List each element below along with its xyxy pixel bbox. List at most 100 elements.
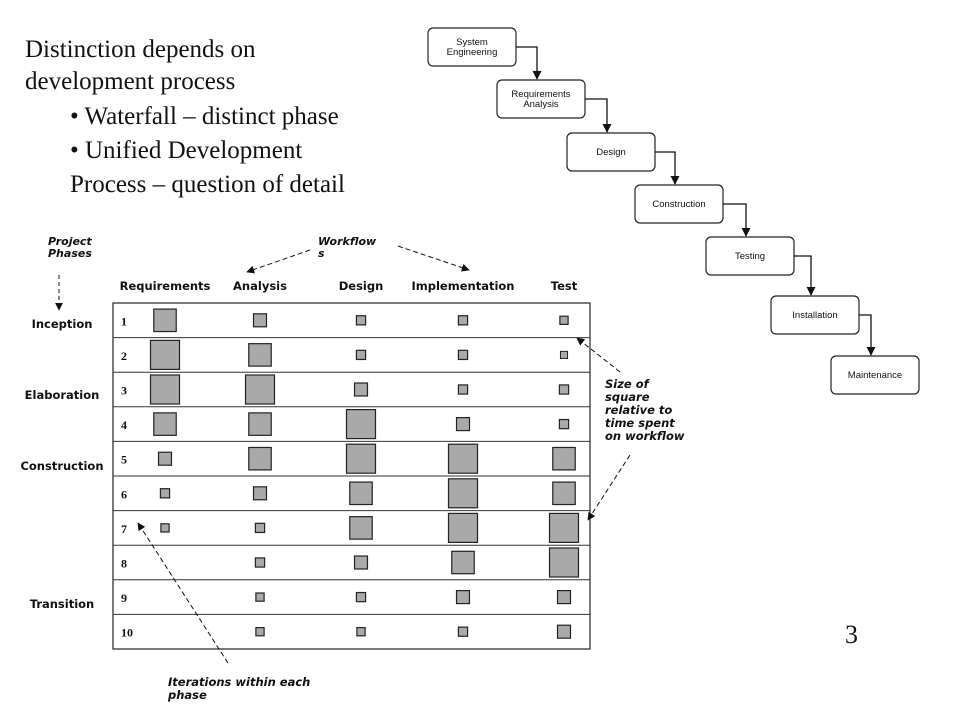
size-note-arrow-up [576,337,621,373]
workflow-header-implementation: Implementation [412,279,515,293]
effort-square [254,557,266,568]
waterfall-step-7: Maintenance [830,355,920,395]
waterfall-step-3: Design [566,132,656,172]
effort-square [457,384,469,395]
slide-bullet-unified-cont: Process – question of detail [70,171,345,198]
effort-square [353,382,369,397]
effort-square [548,547,580,578]
effort-square [451,550,475,575]
iteration-number: 5 [121,453,127,467]
effort-square [149,374,181,405]
effort-square [455,417,471,432]
effort-square [355,591,367,603]
effort-square [252,313,268,328]
effort-square [355,315,367,326]
iteration-number: 3 [121,384,127,398]
effort-square [556,624,572,639]
iteration-number: 10 [121,626,133,640]
effort-square [447,512,479,544]
iteration-number: 4 [121,418,127,432]
effort-square [457,315,469,326]
effort-square [558,384,570,395]
effort-square [447,443,479,474]
effort-square [356,626,366,637]
effort-square [559,350,569,359]
effort-square [345,409,377,440]
iteration-number: 1 [121,314,127,328]
workflows-arrow-right [397,245,470,272]
waterfall-connector-arrow [723,203,751,237]
iteration-number: 8 [121,557,127,571]
effort-square [254,522,266,534]
waterfall-connector-arrow [794,255,816,296]
effort-square [552,481,576,506]
waterfall-connector-arrow [655,151,680,185]
effort-square [552,446,576,471]
effort-square [559,315,569,326]
workflow-header-analysis: Analysis [233,279,287,293]
iterations-note-arrow [137,522,229,664]
effort-square [355,349,367,361]
workflows-arrow-left [246,249,311,274]
waterfall-connector-arrow [859,314,876,356]
size-note-arrow-down [587,454,631,521]
slide-text-line-2: development process [25,68,236,95]
effort-square [248,343,272,367]
effort-square [149,339,181,370]
effort-square [157,451,173,466]
effort-square [255,626,265,637]
waterfall-connector-arrow [585,98,612,133]
iteration-number: 7 [121,522,127,536]
slide-bullet-unified: • Unified Development [70,137,303,164]
effort-square [153,412,177,436]
effort-square [457,349,469,361]
waterfall-step-label: Testing [735,251,765,262]
effort-square [548,512,580,544]
waterfall-step-label: Maintenance [848,370,902,381]
iteration-number: 6 [121,487,127,501]
waterfall-connector-arrow [516,46,542,80]
effort-square [558,418,570,430]
effort-square [447,478,479,509]
workflow-header-design: Design [339,279,384,293]
effort-square [353,555,369,570]
waterfall-step-label: Installation [792,310,837,321]
slide-text-line-1: Distinction depends on [25,36,256,63]
slide-bullet-waterfall: • Waterfall – distinct phase [70,103,339,130]
iteration-number: 9 [121,591,127,605]
waterfall-step-6: Installation [770,295,860,335]
effort-square [160,523,170,533]
phase-label-construction: Construction [20,459,103,473]
workflow-header-requirements: Requirements [120,279,211,293]
workflow-header-test: Test [551,279,578,293]
effort-square [159,488,171,499]
waterfall-step-label: Design [596,147,626,158]
waterfall-step-4: Construction [634,184,724,224]
waterfall-step-5: Testing [705,236,795,276]
effort-square [252,486,268,501]
effort-square [455,590,471,605]
page-number: 3 [845,620,858,649]
phase-label-elaboration: Elaboration [25,388,100,402]
unified-process-chart: Requirements Analysis Design Implementation… [20,235,684,702]
effort-square [153,308,177,333]
waterfall-step-label: Construction [652,199,705,210]
phase-label-inception: Inception [32,317,93,331]
effort-square [556,590,572,605]
effort-square [349,516,373,540]
effort-square [457,626,469,637]
effort-square [345,443,377,474]
effort-square [349,481,373,506]
effort-square [244,374,276,405]
